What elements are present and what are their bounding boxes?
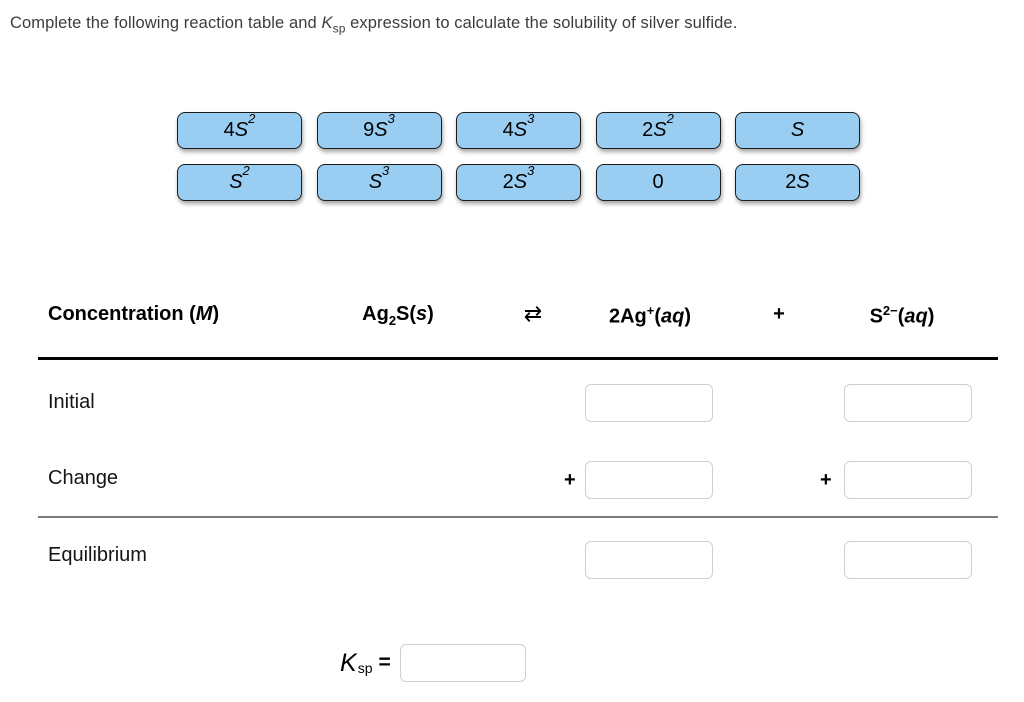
tile-label: 2S: [785, 171, 810, 193]
ksp-subscript-inline: sp: [332, 21, 346, 36]
tile-label: 0: [652, 171, 664, 193]
column-header-concentration: Concentration (M): [48, 303, 220, 325]
tile-s2[interactable]: S2: [177, 164, 302, 201]
answer-tile-bank: 4S2 9S3 4S3 2S2 S S2 S3 2S3 0 2S: [177, 112, 860, 201]
tile-s[interactable]: S: [735, 112, 860, 149]
ksp-input[interactable]: [399, 644, 526, 682]
tile-label: 2S3: [502, 163, 535, 193]
tile-label: S2: [229, 163, 250, 193]
equilibrium-sulfide-input[interactable]: [844, 541, 972, 579]
tile-label: S3: [368, 163, 390, 193]
tile-label: 2S2: [642, 111, 674, 141]
tile-4s2[interactable]: 4S2: [177, 112, 302, 149]
ksp-symbol: K: [340, 648, 357, 677]
header-plus-sign: +: [773, 303, 785, 325]
tile-2s[interactable]: 2S: [735, 164, 860, 201]
equilibrium-silver-input[interactable]: [585, 541, 713, 579]
row-divider: [38, 516, 998, 518]
row-label-change: Change: [48, 467, 119, 489]
tile-2s3[interactable]: 2S3: [456, 164, 581, 201]
equilibrium-arrows-icon: ⇄: [523, 301, 543, 326]
statement-pre: Complete the following reaction table an…: [10, 14, 322, 32]
column-header-sulfide-ion: S2−(aq): [869, 303, 935, 328]
tile-2s2[interactable]: 2S2: [595, 111, 721, 149]
change-plus-sign-silver: +: [564, 469, 576, 491]
tile-label: 4S2: [223, 111, 256, 141]
ksp-equals-sign: =: [378, 651, 391, 674]
change-silver-input[interactable]: [585, 461, 713, 499]
tile-9s3[interactable]: 9S3: [316, 111, 442, 149]
row-label-equilibrium: Equilibrium: [48, 544, 147, 566]
tile-label: 9S3: [363, 111, 395, 141]
ksp-symbol-inline: K: [321, 14, 333, 32]
column-header-ag2s: Ag2S(s): [362, 303, 434, 328]
statement-post: expression to calculate the solubility o…: [345, 14, 738, 32]
initial-silver-input[interactable]: [585, 384, 713, 422]
ksp-subscript: sp: [357, 660, 373, 676]
change-sulfide-input[interactable]: [844, 461, 972, 499]
column-header-silver-ion: 2Ag+(aq): [608, 303, 692, 328]
problem-statement: Complete the following reaction table an…: [10, 14, 737, 35]
tile-s3[interactable]: S3: [316, 163, 442, 201]
row-label-initial: Initial: [48, 391, 95, 413]
initial-sulfide-input[interactable]: [844, 384, 972, 422]
tile-label: 4S3: [502, 111, 535, 141]
tile-4s3[interactable]: 4S3: [456, 112, 581, 149]
change-plus-sign-sulfide: +: [820, 469, 832, 491]
tile-label: S: [790, 119, 805, 141]
tile-0[interactable]: 0: [595, 164, 721, 201]
header-rule: [38, 357, 998, 360]
